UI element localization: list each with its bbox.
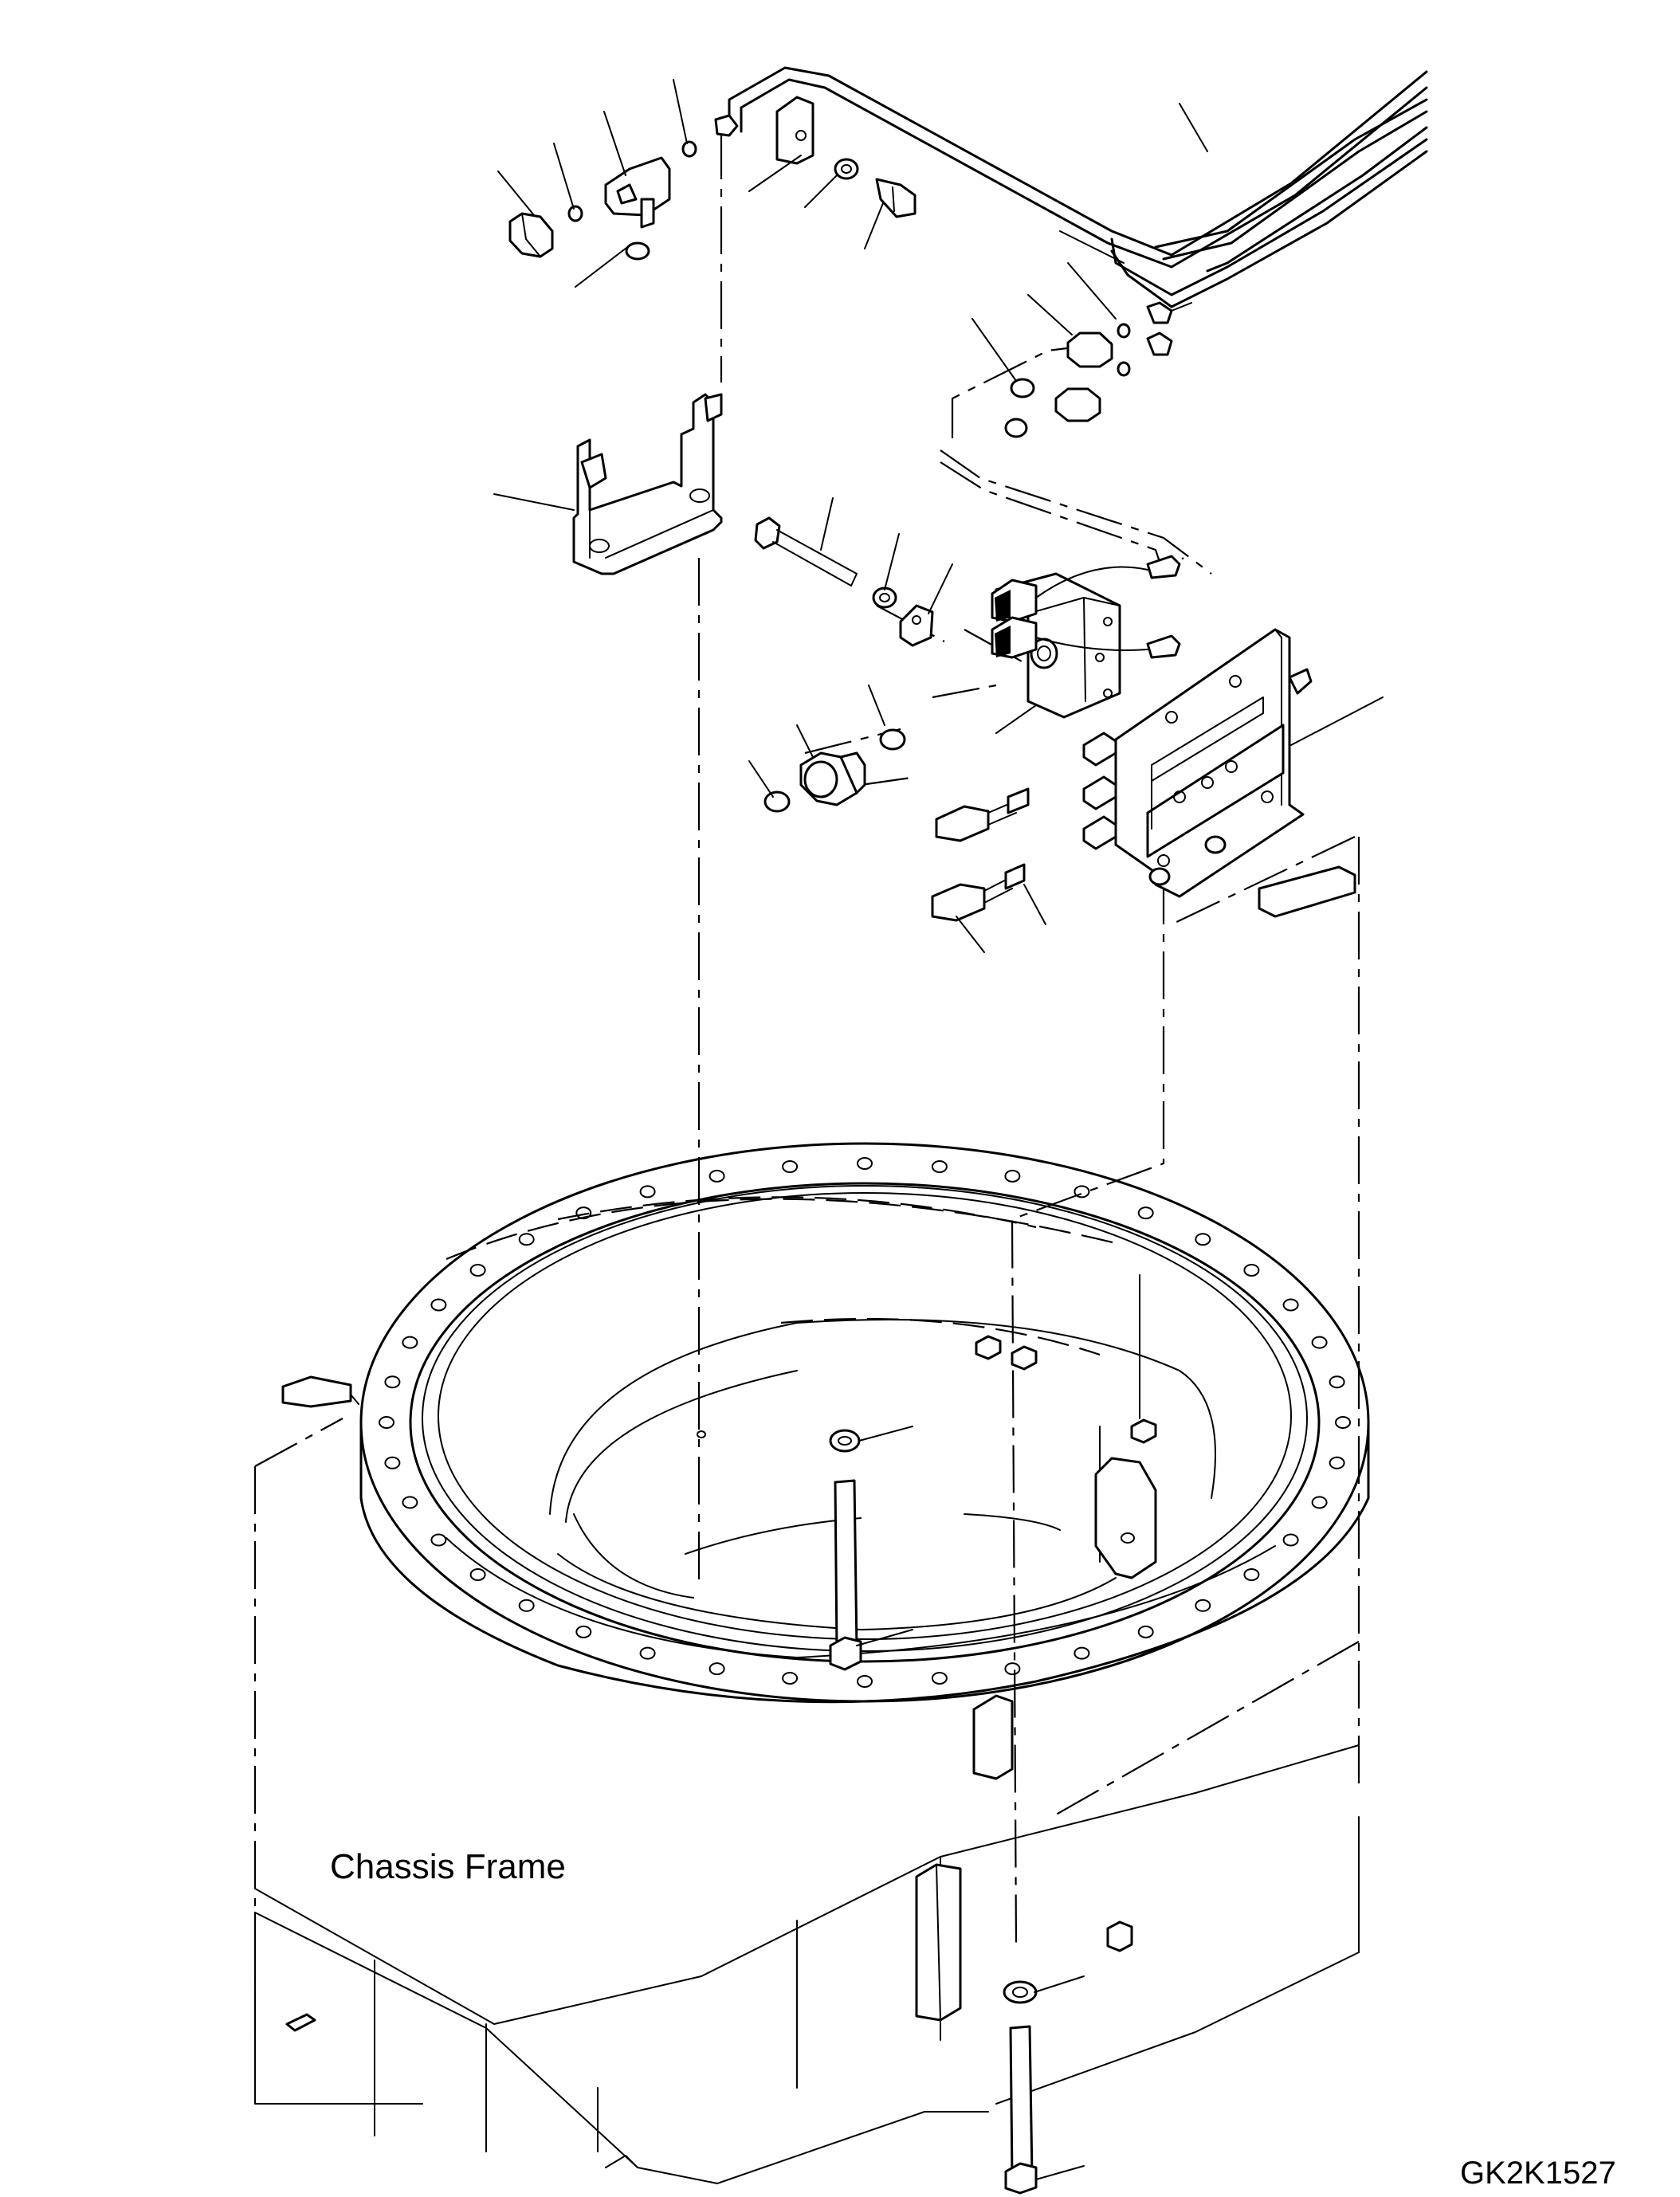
ring-bolt-holes <box>379 1157 1351 1688</box>
bolt-hole <box>1195 1599 1211 1612</box>
bolt-hole <box>782 1160 799 1173</box>
bolt-hole <box>402 1336 418 1349</box>
bolt-hole <box>1004 1169 1021 1183</box>
chassis-frame-label: Chassis Frame <box>330 1847 566 1886</box>
bolt-hole <box>857 1675 873 1688</box>
bolt-hole <box>384 1375 401 1389</box>
bolt-hole <box>1074 1646 1090 1660</box>
fittings-right <box>1004 301 1173 438</box>
bolt-hole <box>518 1233 535 1246</box>
fittings-top-left <box>508 114 739 261</box>
bolt-hole <box>931 1160 948 1173</box>
bolt-hole <box>384 1456 401 1469</box>
bolt-hole <box>1137 1625 1154 1638</box>
bolt-hole <box>518 1599 535 1612</box>
bolt-hole <box>1282 1298 1299 1312</box>
bolt-hole <box>1329 1456 1345 1469</box>
mounting-plate-right <box>1082 628 1313 898</box>
drawing-code: GK2K1527 <box>1460 2156 1616 2191</box>
bolt-hole <box>379 1416 394 1429</box>
bolt-hole <box>402 1496 418 1509</box>
bolt-hole <box>1195 1233 1211 1246</box>
ring-fasteners <box>697 1335 1157 2195</box>
bolt-hole <box>430 1533 447 1547</box>
bolt-hole <box>1311 1336 1328 1349</box>
bolt-hole <box>1243 1568 1260 1581</box>
mounting-bracket-left <box>572 393 723 575</box>
electrical-connectors <box>931 787 1030 922</box>
bolt-hole <box>469 1568 486 1581</box>
bolt-hole <box>1137 1206 1154 1220</box>
bolt-hole <box>1243 1264 1260 1277</box>
adapter-fitting <box>763 728 906 813</box>
bolt-hole <box>639 1646 656 1660</box>
bolt-hole <box>1282 1533 1299 1547</box>
solenoid-valve-block <box>991 555 1181 719</box>
bolt-hole <box>1335 1416 1351 1429</box>
bolt-hole <box>1074 1185 1090 1199</box>
bolt-hole <box>709 1169 725 1183</box>
bolt-hole <box>639 1185 656 1199</box>
bolt-hole <box>469 1264 486 1277</box>
bolt-hole <box>857 1157 873 1170</box>
bolt-hole <box>1004 1662 1021 1676</box>
swing-circle-ring <box>281 865 1370 1780</box>
chassis-frame <box>253 836 1360 2184</box>
bolt-hole <box>1329 1375 1345 1389</box>
leader-lines <box>493 79 1384 2180</box>
bolt-hole <box>709 1662 725 1676</box>
bolt-hole <box>782 1672 799 1685</box>
bolt-hole <box>1311 1496 1328 1509</box>
bolt-hole <box>575 1206 592 1220</box>
bolt-hole <box>931 1672 948 1685</box>
bolt-hole <box>575 1625 592 1638</box>
bolt-hole <box>430 1298 447 1312</box>
long-bolt-assembly <box>754 516 934 647</box>
pipe-clamp <box>775 96 917 218</box>
alignment-lines <box>697 131 1212 1945</box>
